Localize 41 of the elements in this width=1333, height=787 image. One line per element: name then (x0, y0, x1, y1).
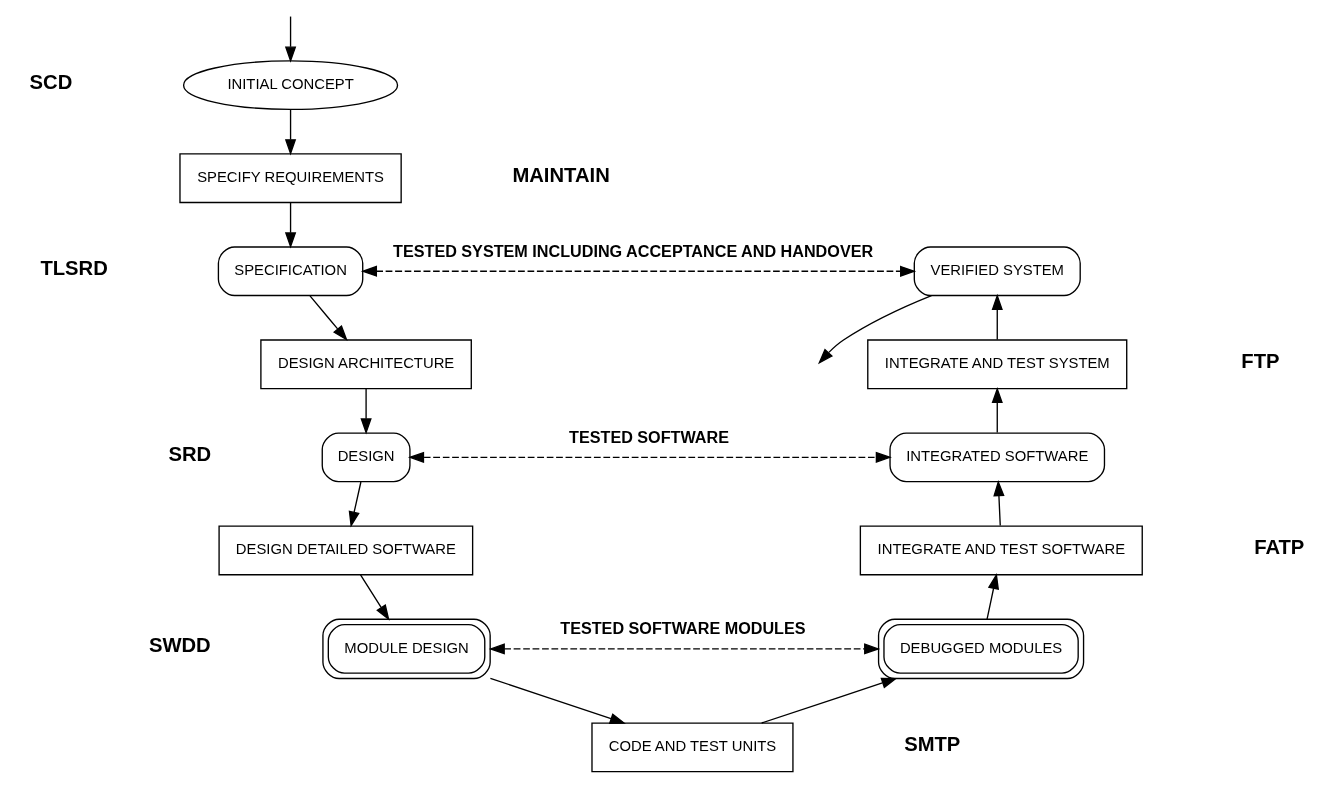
arrow (818, 295, 933, 365)
node-box: INTEGRATED SOFTWARE (889, 432, 1106, 483)
label: FATP (1254, 535, 1305, 558)
label: SCD (29, 70, 73, 93)
node-ellipse: INITIAL CONCEPT (182, 60, 399, 111)
arrow (360, 388, 372, 435)
node-box: DEBUGGED MODULES (877, 618, 1085, 680)
node-box: DESIGN ARCHITECTURE (260, 339, 472, 390)
arrow (407, 451, 892, 464)
label: MAINTAIN (512, 163, 610, 186)
edge-label: TESTED SOFTWARE (569, 427, 729, 446)
arrow (991, 293, 1003, 341)
label: FTP (1241, 349, 1280, 372)
label: TLSRD (40, 256, 108, 279)
arrow (348, 481, 362, 528)
arrow (284, 202, 297, 249)
arrow (309, 295, 348, 342)
arrow (986, 572, 1000, 620)
arrow (360, 265, 917, 277)
label: SWDD (148, 634, 211, 657)
node-box: INTEGRATE AND TEST SOFTWARE (859, 525, 1143, 576)
label: SRD (168, 442, 212, 465)
node-box: DESIGN DETAILED SOFTWARE (218, 525, 474, 576)
label: SMTP (904, 732, 961, 755)
arrow (761, 677, 898, 724)
edge-label: TESTED SOFTWARE MODULES (560, 619, 806, 638)
node-box: VERIFIED SYSTEM (913, 246, 1081, 297)
arrow (489, 677, 626, 724)
edge-label: TESTED SYSTEM INCLUDING ACCEPTANCE AND HANDOVER (393, 241, 874, 260)
arrow (991, 386, 1003, 434)
node-box: SPECIFICATION (217, 246, 364, 297)
arrow (284, 109, 297, 156)
node-box: DESIGN (321, 432, 411, 483)
node-box: INTEGRATE AND TEST SYSTEM (867, 339, 1128, 390)
node-box: CODE AND TEST UNITS (591, 722, 794, 773)
arrow (488, 643, 881, 655)
arrow (993, 479, 1005, 527)
arrow (284, 15, 297, 63)
node-box: SPECIFY REQUIREMENTS (179, 153, 402, 204)
arrow (359, 574, 390, 621)
node-box: MODULE DESIGN (322, 618, 491, 680)
